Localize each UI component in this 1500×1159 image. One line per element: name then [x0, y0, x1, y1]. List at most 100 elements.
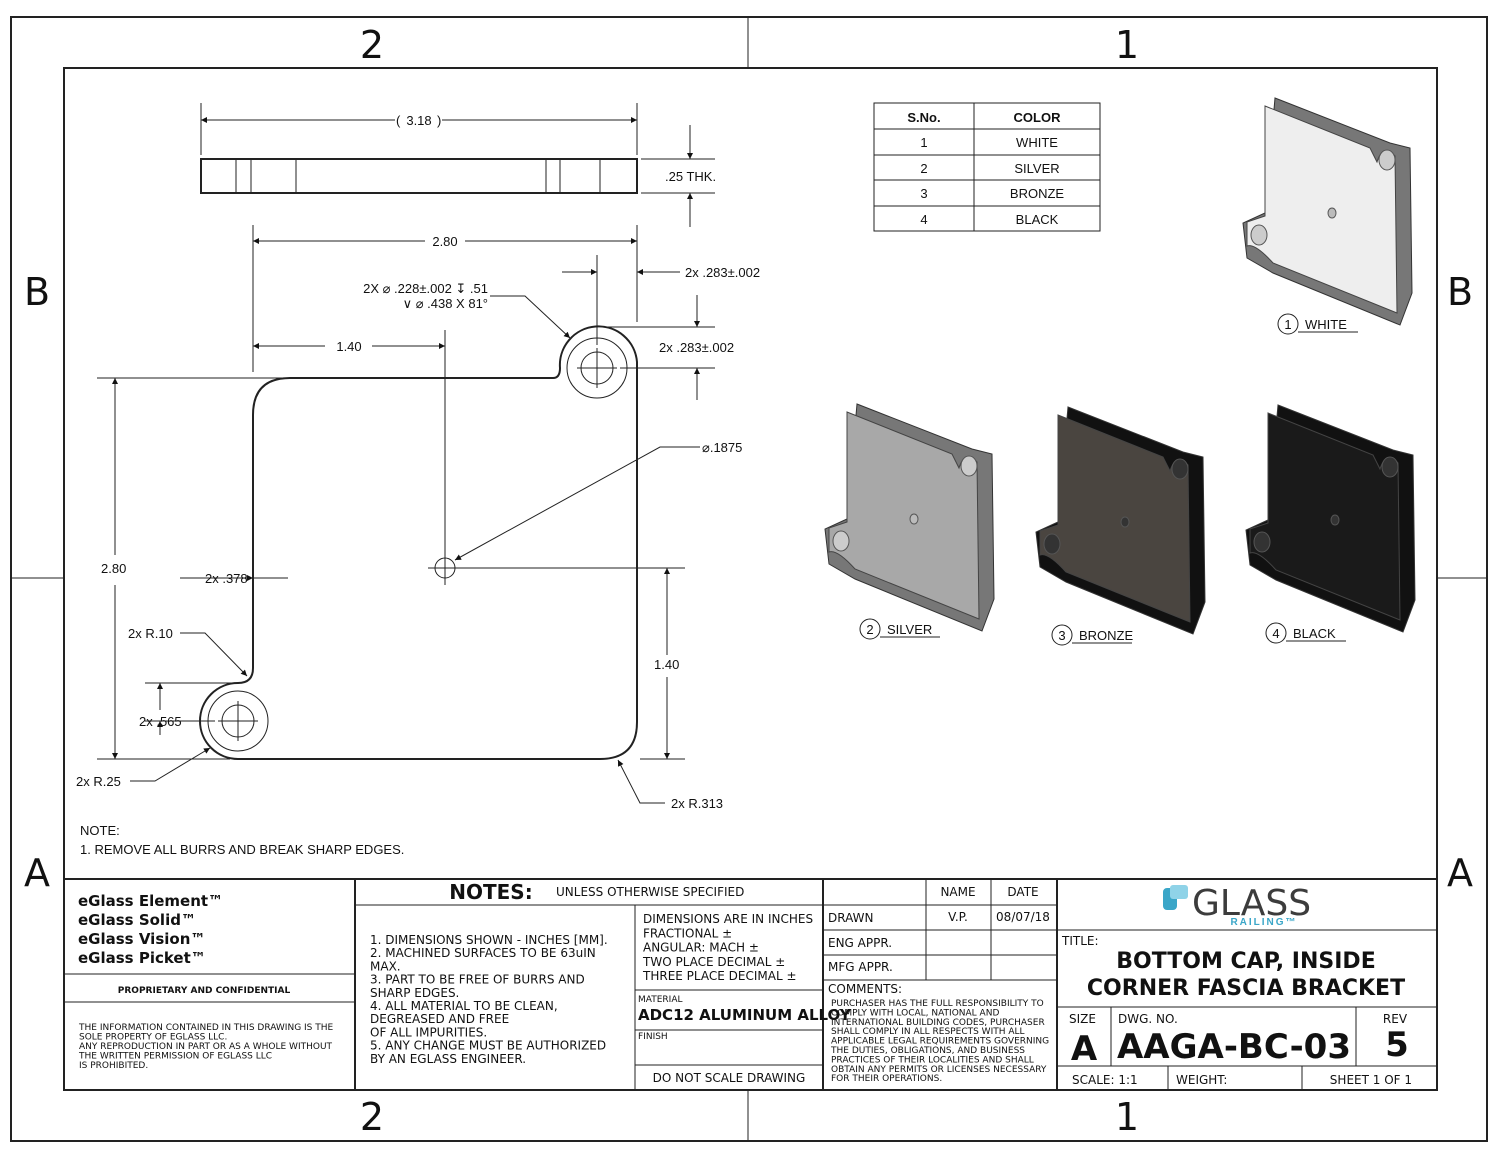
note-line: MAX. — [370, 959, 401, 973]
comment-line: OBTAIN ANY PERMITS OR LICENSES NECESSARY — [831, 1065, 1047, 1075]
dim-lug-radius: 2x R.25 — [76, 774, 121, 789]
countersink-callout: ∨ ⌀ .438 X 81° — [403, 296, 488, 311]
brand-name: eGlass Picket™ — [78, 949, 206, 967]
material-label: MATERIAL — [638, 995, 683, 1005]
balloon-number: 3 — [1058, 628, 1065, 643]
dwg-no-label: DWG. NO. — [1118, 1012, 1178, 1026]
table-cell: WHITE — [1016, 135, 1058, 150]
comment-line: COMPLY WITH LOCAL, NATIONAL AND — [831, 1008, 999, 1018]
zone-label: B — [1447, 270, 1473, 314]
comment-line: PRACTICES OF THEIR LOCALITIES AND SHALL — [831, 1055, 1034, 1065]
item-balloon — [1277, 313, 1299, 335]
outer-border — [10, 16, 1488, 1142]
balloon-number: 4 — [1272, 626, 1279, 641]
title-label: TITLE: — [1061, 934, 1099, 948]
tolerance-line: THREE PLACE DECIMAL ± — [642, 969, 797, 983]
comment-line: PURCHASER HAS THE FULL RESPONSIBILITY TO — [831, 999, 1044, 1009]
tolerance-line: FRACTIONAL ± — [643, 926, 732, 940]
note-line: BY AN EGLASS ENGINEER. — [370, 1052, 526, 1066]
size-value: A — [1071, 1029, 1098, 1069]
isometric-view-white: 1 WHITE — [1242, 97, 1413, 335]
dim-center-x: 1.40 — [336, 339, 361, 354]
brand-name: eGlass Element™ — [78, 892, 223, 910]
view-label: WHITE — [1305, 317, 1347, 332]
proprietary-label: PROPRIETARY AND CONFIDENTIAL — [118, 986, 291, 996]
view-label: BRONZE — [1079, 628, 1134, 643]
brand-name: eGlass Vision™ — [78, 930, 205, 948]
inner-border — [63, 67, 1438, 1091]
balloon-number: 1 — [1284, 317, 1291, 332]
zone-dividers — [11, 17, 1487, 1141]
dim-center-y: 1.40 — [654, 657, 679, 672]
notes-heading: NOTES: — [449, 880, 532, 904]
zone-label: 2 — [360, 23, 384, 67]
dim-overall-length: 3.18 — [406, 113, 431, 128]
unless-specified: UNLESS OTHERWISE SPECIFIED — [556, 885, 744, 899]
scale: SCALE: 1:1 — [1072, 1073, 1138, 1087]
tolerance-line: DIMENSIONS ARE IN INCHES — [643, 912, 813, 926]
legal-text: THE INFORMATION CONTAINED IN THIS DRAWIN… — [78, 1023, 334, 1033]
weight: WEIGHT: — [1176, 1073, 1227, 1087]
title-line-2: CORNER FASCIA BRACKET — [1087, 976, 1405, 1001]
dwg-no-value: AAGA-BC-03 — [1117, 1027, 1351, 1067]
dim-width-top: 2.80 — [432, 234, 457, 249]
zone-label: 2 — [360, 1095, 384, 1139]
brand-name: eGlass Solid™ — [78, 911, 196, 929]
note-line: DEGREASED AND FREE — [370, 1012, 509, 1026]
legal-text: ANY REPRODUCTION IN PART OR AS A WHOLE W… — [79, 1042, 333, 1052]
front-view: 2.80 1.40 2x .283±.002 2x .283±.002 2X ⌀… — [76, 225, 760, 811]
isometric-view-bronze: 3 BRONZE — [1035, 406, 1206, 646]
table-cell: 2 — [920, 161, 927, 176]
item-balloon — [859, 618, 881, 640]
comments-label: COMMENTS: — [828, 982, 902, 996]
note-line: 4. ALL MATERIAL TO BE CLEAN, — [370, 999, 558, 1013]
tolerance-line: ANGULAR: MACH ± — [643, 941, 759, 955]
comment-line: APPLICABLE LEGAL REQUIREMENTS GOVERNING — [831, 1037, 1049, 1047]
rev-value: 5 — [1385, 1025, 1409, 1065]
item-balloon — [1265, 622, 1287, 644]
dim-corner-radius: 2x R.313 — [671, 796, 723, 811]
title-line-1: BOTTOM CAP, INSIDE — [1116, 949, 1375, 974]
size-label: SIZE — [1069, 1012, 1096, 1026]
note-line: SHARP EDGES. — [370, 986, 459, 1000]
side-view: 3.18 ( ) .25 THK. — [200, 103, 716, 227]
material-value: ADC12 ALUMINUM ALLOY — [638, 1006, 852, 1024]
table-cell: 1 — [920, 135, 927, 150]
rev-label: REV — [1383, 1012, 1408, 1026]
dim-leg-width: 2x .378 — [205, 571, 248, 586]
date-header: DATE — [1007, 885, 1038, 899]
comment-line: FOR THEIR OPERATIONS. — [831, 1074, 942, 1084]
tolerance-line: TWO PLACE DECIMAL ± — [642, 955, 785, 969]
dim-inner-radius: 2x R.10 — [128, 626, 173, 641]
hole-callout: 2X ⌀ .228±.002 ↧ .51 — [363, 281, 488, 296]
mfg-appr-label: MFG APPR. — [828, 960, 893, 974]
note-line: 1. DIMENSIONS SHOWN - INCHES [MM]. — [370, 933, 608, 947]
sheet: SHEET 1 OF 1 — [1330, 1073, 1412, 1087]
item-balloon — [1051, 624, 1073, 646]
color-table: S.No. COLOR 1 WHITE 2 SILVER 3 BRONZE 4 … — [873, 102, 1101, 232]
comment-line: THE DUTIES, OBLIGATIONS, AND BUSINESS — [830, 1046, 1025, 1056]
table-header: S.No. — [907, 110, 940, 125]
zone-label: A — [1447, 851, 1473, 895]
zone-label: 1 — [1115, 1095, 1139, 1139]
eng-appr-label: ENG APPR. — [828, 936, 892, 950]
paren-close: ) — [437, 113, 441, 128]
table-cell: SILVER — [1014, 161, 1059, 176]
dim-hole-offset-x: 2x .283±.002 — [685, 265, 760, 280]
dim-hole-offset-y: 2x .283±.002 — [659, 340, 734, 355]
view-label: BLACK — [1293, 626, 1336, 641]
note-line: 2. MACHINED SURFACES TO BE 63uIN — [370, 946, 596, 960]
table-cell: BRONZE — [1010, 186, 1065, 201]
comment-line: SHALL COMPLY IN ALL RESPECTS WITH ALL — [831, 1027, 1025, 1037]
paren-open: ( — [396, 113, 401, 128]
note-line: 3. PART TO BE FREE OF BURRS AND — [370, 973, 585, 987]
table-cell: 3 — [920, 186, 927, 201]
drawn-date: 08/07/18 — [996, 910, 1050, 924]
dim-height-left: 2.80 — [101, 561, 126, 576]
name-header: NAME — [940, 885, 975, 899]
note-line: OF ALL IMPURITIES. — [370, 1025, 487, 1039]
balloon-number: 2 — [866, 622, 873, 637]
zone-label: A — [24, 851, 50, 895]
